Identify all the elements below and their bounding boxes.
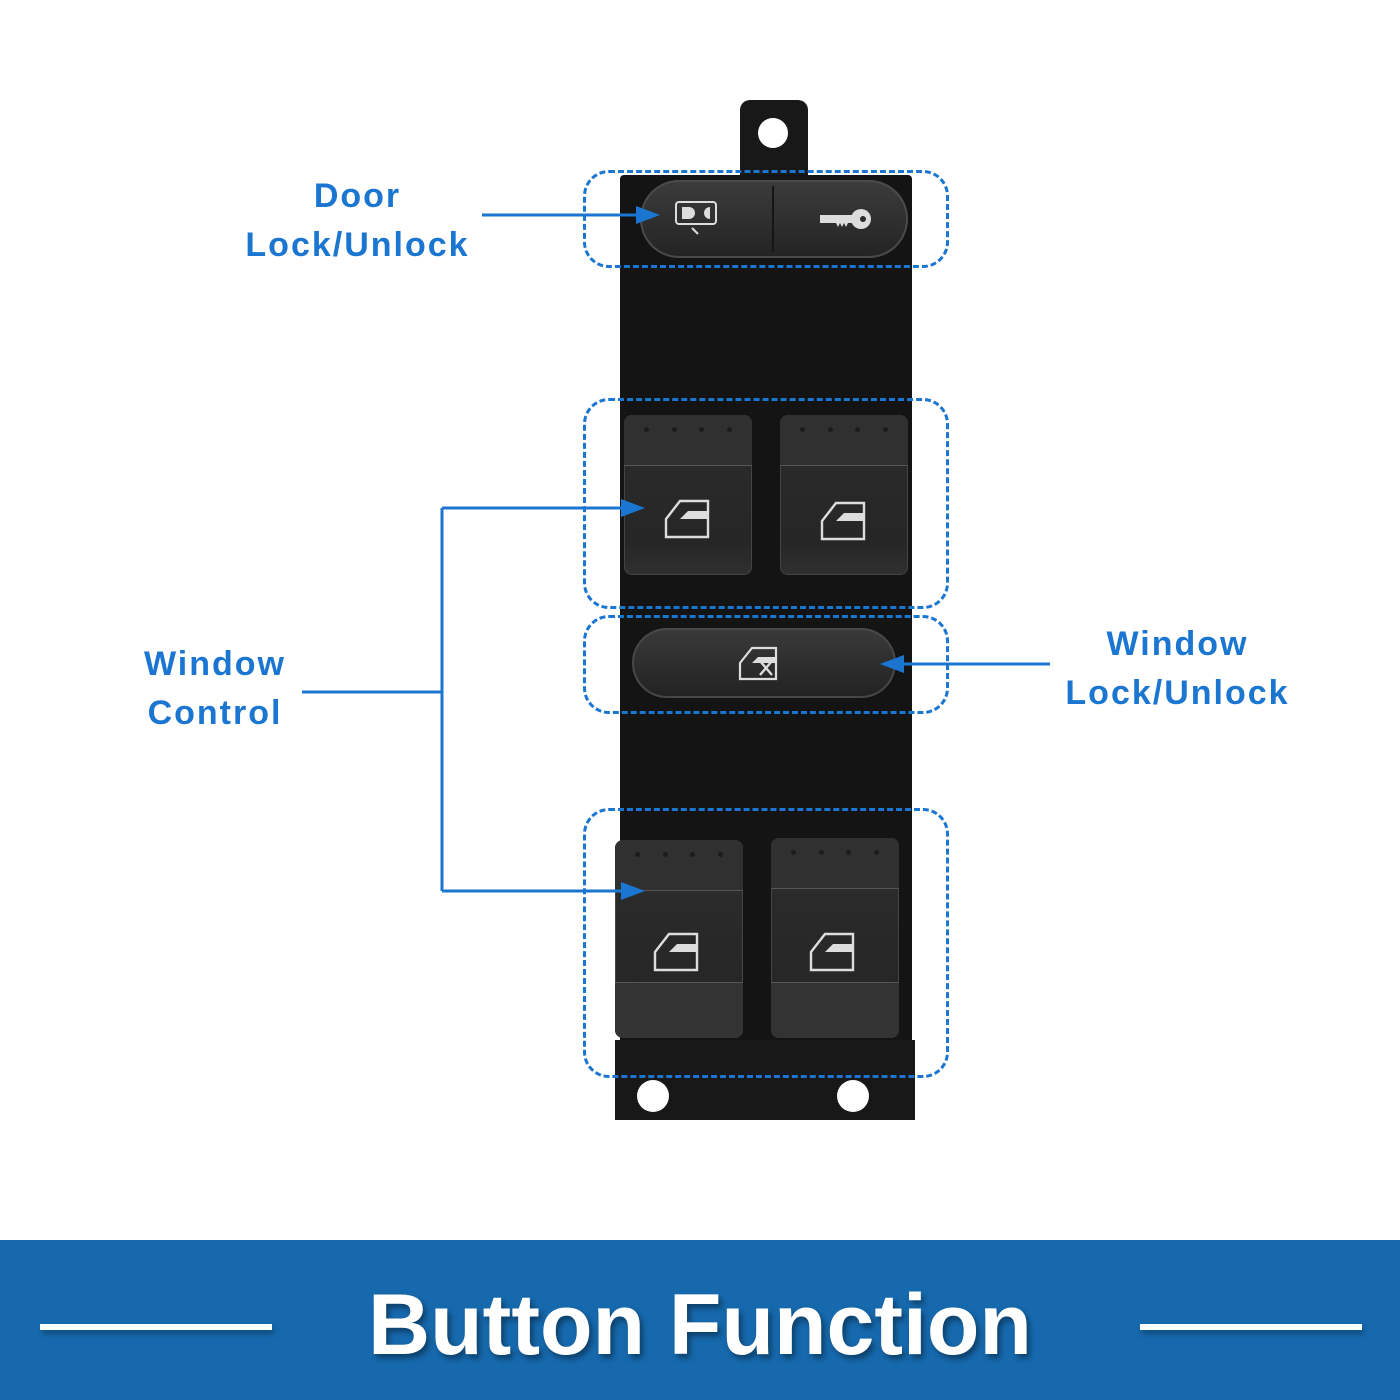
annotation-connectors [302,206,1050,900]
mounting-hole [758,118,788,148]
highlight-window-front [583,398,949,609]
panel-base [615,1040,915,1120]
mounting-hole-left [637,1080,669,1112]
key-icon [820,209,871,229]
window-button-rear-left[interactable] [615,840,743,1038]
label-door-lock-line1: Door [313,177,402,215]
label-door-lock-line2: Lock/Unlock [245,226,470,264]
mounting-hole-right [837,1080,869,1112]
button-grip [624,415,752,466]
window-button-front-right[interactable] [780,415,908,575]
label-window-lock-line1: Window [1106,625,1249,663]
button-grip [780,415,908,466]
window-control-arrowhead-bottom [621,882,645,900]
button-lip [771,982,899,1038]
window-icon [664,499,710,539]
title-banner: Button Function [0,1240,1400,1400]
window-lock-arrowhead [880,655,904,673]
door-lock-icon [675,201,717,235]
highlight-door-lock [583,170,949,268]
door-lock-arrowhead [636,206,660,224]
button-grip [615,840,743,891]
label-window-lock-line2: Lock/Unlock [1065,674,1290,712]
banner-rule-right [1140,1324,1362,1330]
label-window-control: Window Control [125,640,305,738]
window-lock-button[interactable] [632,628,896,698]
banner-title: Button Function [368,1277,1032,1373]
window-button-front-left[interactable] [624,415,752,575]
button-lip [615,982,743,1038]
window-lock-icon [738,646,778,681]
window-icon [653,932,699,972]
label-window-lock: Window Lock/Unlock [1045,620,1310,718]
window-button-rear-right[interactable] [771,838,899,1038]
window-control-arrowhead-top [621,499,645,517]
highlight-window-rear [583,808,949,1078]
window-icon [820,501,866,541]
button-grip [771,838,899,889]
rocker-divider [772,186,774,252]
label-door-lock: Door Lock/Unlock [230,172,485,270]
label-window-control-line2: Control [147,694,283,732]
banner-rule-left [40,1324,272,1330]
door-lock-rocker[interactable] [640,180,908,258]
window-icon [809,932,855,972]
label-window-control-line1: Window [144,645,286,683]
